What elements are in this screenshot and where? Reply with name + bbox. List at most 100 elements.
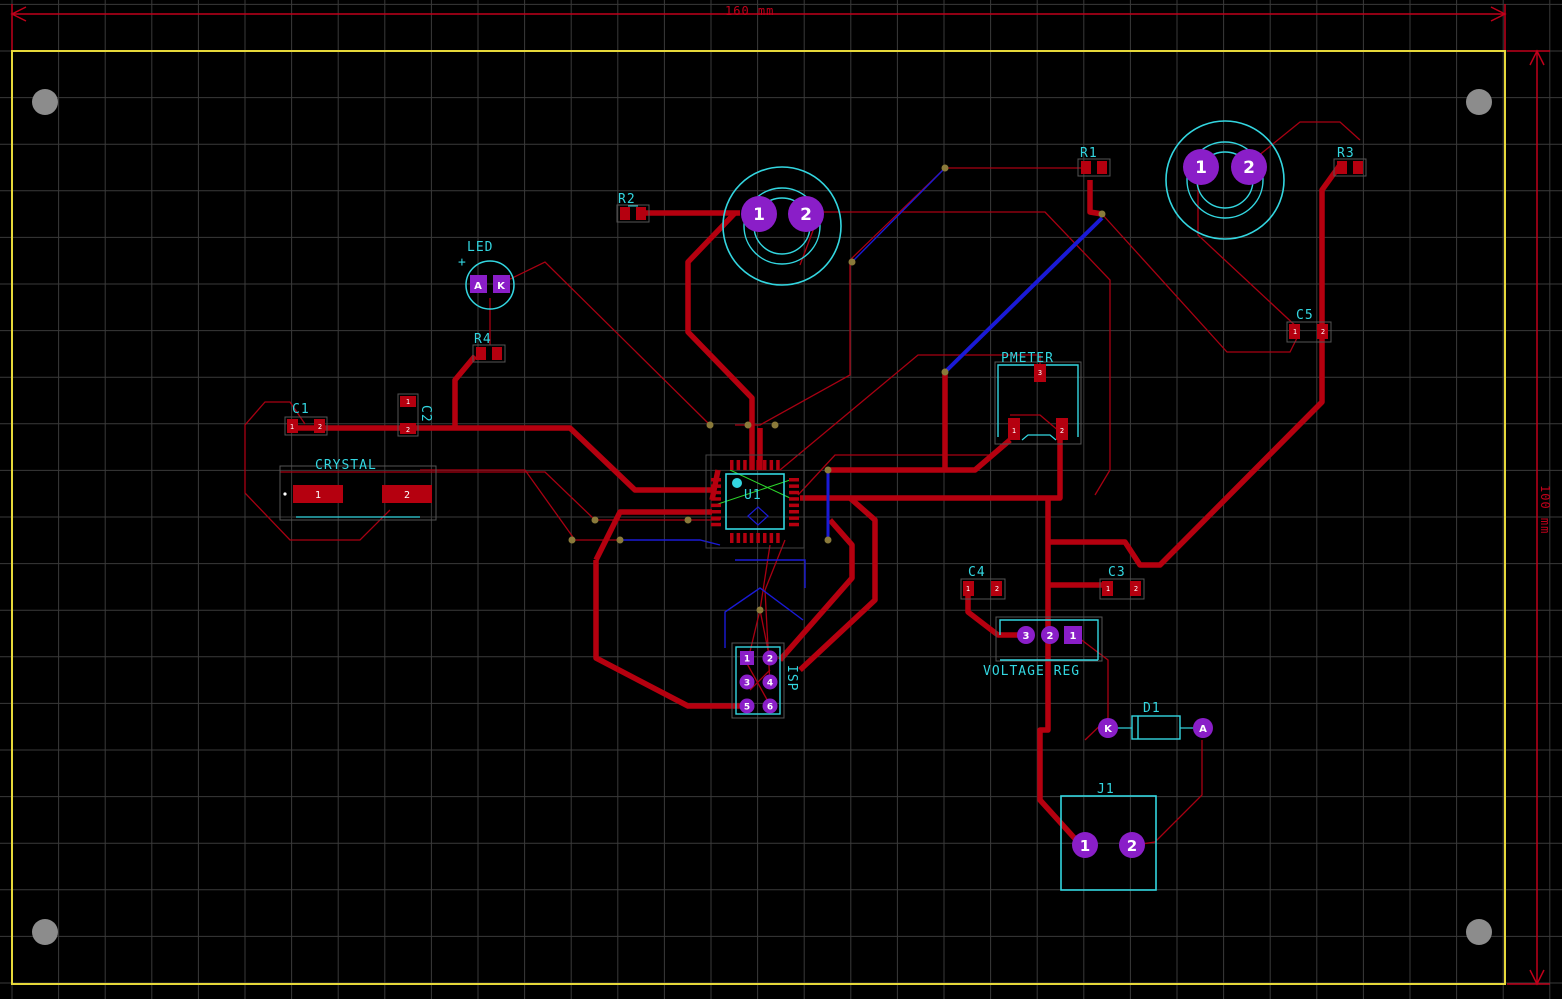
led-footprint[interactable]: A K LED + [458, 240, 515, 310]
power-traces [298, 163, 1343, 844]
c5-pin-1: 1 [1293, 328, 1297, 336]
vias [568, 164, 1106, 614]
isp-pin-label: 3 [744, 679, 750, 689]
u1-pad-right[interactable] [789, 516, 799, 520]
c3-pin-2: 2 [1134, 585, 1138, 593]
d1-pin-a: A [1199, 724, 1207, 735]
u1-pad-bottom[interactable] [756, 533, 760, 543]
c1-pin-1: 1 [290, 423, 294, 431]
u1-pad-bottom[interactable] [736, 533, 741, 543]
led-pin-k: K [497, 281, 506, 292]
u1-pad-top[interactable] [743, 460, 747, 470]
isp-pad[interactable] [762, 650, 778, 666]
u1-pad-right[interactable] [789, 503, 799, 508]
u1-pad-right[interactable] [789, 522, 799, 527]
u1-pad-right[interactable] [789, 490, 799, 495]
isp-pin-label: 1 [744, 655, 750, 665]
j1-pin-2: 2 [1127, 837, 1137, 855]
crystal-ref: CRYSTAL [315, 458, 377, 473]
c2-pin-1: 1 [406, 398, 410, 406]
u1-pad-right[interactable] [789, 510, 799, 514]
u1-pad-right[interactable] [789, 478, 799, 482]
resistor-r2[interactable]: R2 [616, 192, 650, 223]
button-right-pin-2: 2 [1243, 158, 1255, 178]
u1-pad-bottom[interactable] [749, 533, 754, 543]
u1-pad-top[interactable] [769, 460, 774, 470]
r2-ref: R2 [618, 192, 636, 207]
c5-ref: C5 [1296, 308, 1314, 323]
resistor-r1[interactable]: R1 [1077, 146, 1111, 177]
button-left-pin-1: 1 [753, 205, 765, 225]
vreg-pin-2: 2 [1047, 631, 1054, 642]
capacitor-c1[interactable]: 1 2 C1 [284, 402, 328, 436]
thin-traces [244, 121, 1361, 846]
power-jack-j1[interactable]: 1 2 J1 [1060, 782, 1157, 891]
crystal-footprint[interactable]: 1 2 CRYSTAL [279, 458, 437, 521]
pushbutton-right[interactable]: 1 2 [1165, 120, 1285, 240]
u1-pad-top[interactable] [763, 460, 767, 470]
button-left-pin-2: 2 [800, 205, 812, 225]
u1-pad-left[interactable] [711, 490, 721, 495]
c4-ref: C4 [968, 565, 986, 580]
isp-pad[interactable] [762, 674, 778, 690]
capacitor-c4[interactable]: 1 2 C4 [960, 565, 1006, 600]
bottom-layer-traces [620, 167, 1104, 648]
voltage-regulator[interactable]: 3 2 1 VOLTAGE REG [983, 616, 1103, 679]
resistor-r3[interactable]: R3 [1333, 146, 1367, 177]
capacitor-c2[interactable]: 1 2 C2 [397, 393, 433, 437]
isp-pad[interactable] [739, 698, 755, 714]
u1-pad-top[interactable] [756, 460, 760, 470]
u1-pad-bottom[interactable] [743, 533, 747, 543]
c1-pin-2: 2 [318, 423, 322, 431]
mounting-hole-bottom-left[interactable] [32, 919, 58, 945]
j1-ref: J1 [1097, 782, 1115, 797]
pushbutton-left[interactable]: 1 2 [722, 166, 842, 286]
u1-pad-right[interactable] [789, 484, 799, 488]
u1-pad-left[interactable] [711, 516, 721, 520]
pmeter-pin-2: 2 [1060, 427, 1064, 435]
capacitor-c3[interactable]: 1 2 C3 [1099, 565, 1145, 600]
mounting-hole-top-right[interactable] [1466, 89, 1492, 115]
d1-pin-k: K [1104, 724, 1113, 735]
u1-pad-top[interactable] [736, 460, 741, 470]
mounting-hole-bottom-right[interactable] [1466, 919, 1492, 945]
u1-pad-left[interactable] [711, 478, 721, 482]
height-dimension[interactable] [1507, 49, 1550, 986]
isp-pad[interactable] [740, 651, 754, 665]
capacitor-c5[interactable]: 1 2 C5 [1286, 308, 1332, 343]
u1-pad-left[interactable] [711, 497, 721, 501]
u1-pad-bottom[interactable] [763, 533, 767, 543]
u1-pad-bottom[interactable] [730, 533, 734, 543]
vreg-pin-1: 1 [1070, 631, 1077, 642]
u1-pad-top[interactable] [730, 460, 734, 470]
u1-pad-right[interactable] [789, 497, 799, 501]
u1-pad-left[interactable] [711, 503, 721, 508]
height-dimension-label: 100 mm [1538, 485, 1552, 534]
vreg-ref: VOLTAGE REG [983, 664, 1080, 679]
c3-pin-1: 1 [1106, 585, 1110, 593]
u1-pad-top[interactable] [749, 460, 754, 470]
isp-pad[interactable] [739, 674, 755, 690]
board-outline[interactable] [11, 50, 1506, 985]
width-dimension[interactable] [10, 4, 1507, 50]
u1-pad-left[interactable] [711, 484, 721, 488]
resistor-r4[interactable]: R4 [472, 332, 506, 363]
c4-pin-1: 1 [966, 585, 970, 593]
u1-pad-bottom[interactable] [769, 533, 774, 543]
u1-pad-left[interactable] [711, 510, 721, 514]
u1-microcontroller[interactable]: U1 [705, 454, 805, 549]
potentiometer[interactable]: 3 1 2 PMETER [994, 351, 1082, 445]
u1-pad-bottom[interactable] [776, 533, 780, 543]
c3-ref: C3 [1108, 565, 1126, 580]
diode-d1[interactable]: K A D1 [1098, 701, 1213, 740]
u1-pad-left[interactable] [711, 522, 721, 527]
isp-pad[interactable] [762, 698, 778, 714]
mounting-hole-top-left[interactable] [32, 89, 58, 115]
isp-pin-label: 6 [767, 703, 773, 713]
j1-pin-1: 1 [1080, 837, 1090, 855]
u1-pad-top[interactable] [776, 460, 780, 470]
